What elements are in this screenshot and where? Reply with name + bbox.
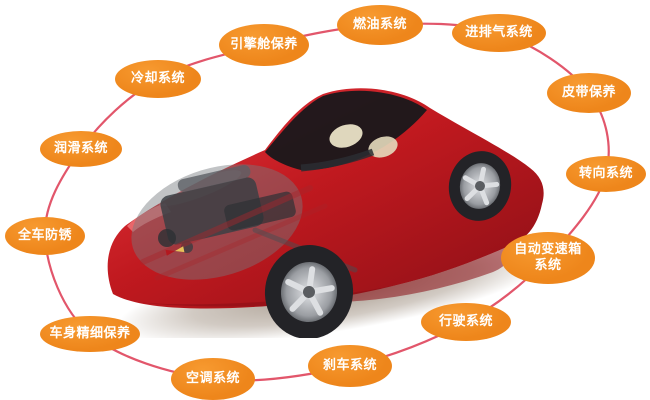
label-belt-maintenance: 皮带保养 (547, 73, 631, 113)
seat (368, 136, 398, 158)
body-shading (135, 246, 512, 307)
label-engine-bay-maintenance: 引擎舱保养 (219, 24, 309, 66)
label-steering-system: 转向系统 (566, 156, 646, 192)
label-fuel-system: 燃油系统 (337, 5, 423, 45)
car-body (107, 88, 544, 309)
label-automatic-transmission-system: 自动变速箱 系统 (501, 232, 595, 284)
car-cutaway-illustration (107, 88, 545, 338)
label-driving-system: 行驶系统 (421, 303, 511, 341)
label-cooling-system: 冷却系统 (115, 60, 201, 98)
engine-cutaway (131, 164, 358, 281)
label-body-detail-maintenance: 车身精细保养 (40, 316, 140, 352)
brand-emblem (165, 246, 185, 256)
hood-highlight (158, 170, 242, 206)
label-air-conditioning-system: 空调系统 (171, 358, 255, 400)
front-wheel (264, 245, 354, 338)
seat (329, 124, 363, 148)
label-intake-exhaust-system: 进排气系统 (452, 14, 546, 52)
label-full-car-rust-proofing: 全车防锈 (5, 217, 85, 255)
headlight (127, 203, 171, 232)
label-lubrication-system: 润滑系统 (40, 131, 122, 167)
windshield-roof (265, 90, 427, 171)
rear-wheel (448, 151, 512, 221)
dashboard (300, 148, 375, 172)
label-brake-system: 刹车系统 (308, 345, 392, 387)
